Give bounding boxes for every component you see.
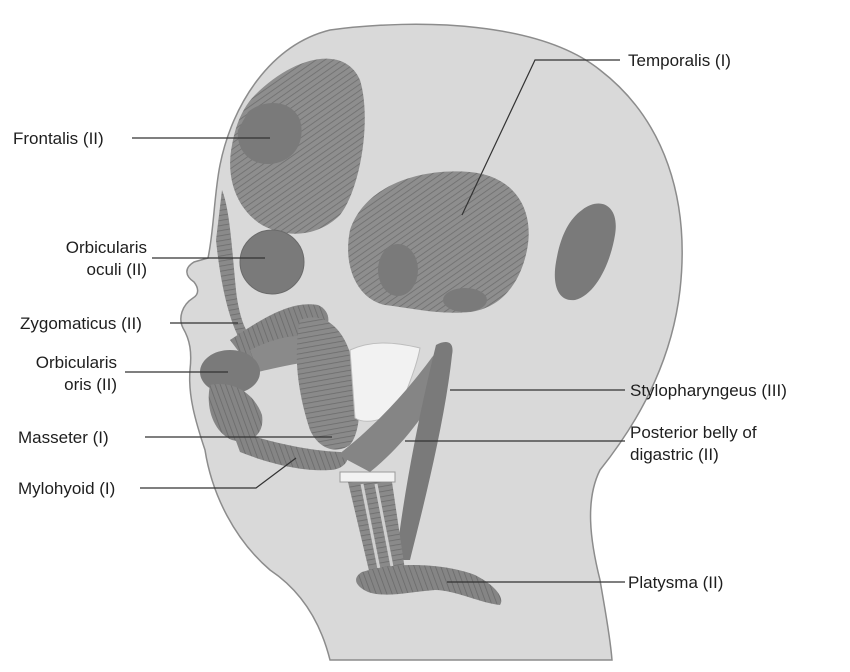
label-posterior-digastric-line2: digastric (II) [630,444,757,466]
label-mylohyoid: Mylohyoid (I) [18,478,115,500]
label-posterior-digastric: Posterior belly of digastric (II) [630,422,757,466]
label-orbicularis-oris: Orbicularis oris (II) [13,352,117,396]
temporalis-insertion-left [378,244,418,296]
label-posterior-digastric-line1: Posterior belly of [630,422,757,444]
label-frontalis: Frontalis (II) [13,128,104,150]
label-orbicularis-oculi: Orbicularis oculi (II) [13,237,147,281]
label-stylopharyngeus: Stylopharyngeus (III) [630,380,787,402]
label-orbicularis-oris-line2: oris (II) [13,374,117,396]
temporalis-insertion-bottom [443,288,487,312]
label-temporalis: Temporalis (I) [628,50,731,72]
label-masseter: Masseter (I) [18,427,109,449]
label-zygomaticus: Zygomaticus (II) [20,313,142,335]
label-orbicularis-oculi-line1: Orbicularis [13,237,147,259]
orbicularis-oculi-muscle [240,230,304,294]
label-orbicularis-oculi-line2: oculi (II) [13,259,147,281]
hyoid-bone [340,472,395,482]
label-platysma: Platysma (II) [628,572,723,594]
label-orbicularis-oris-line1: Orbicularis [13,352,117,374]
